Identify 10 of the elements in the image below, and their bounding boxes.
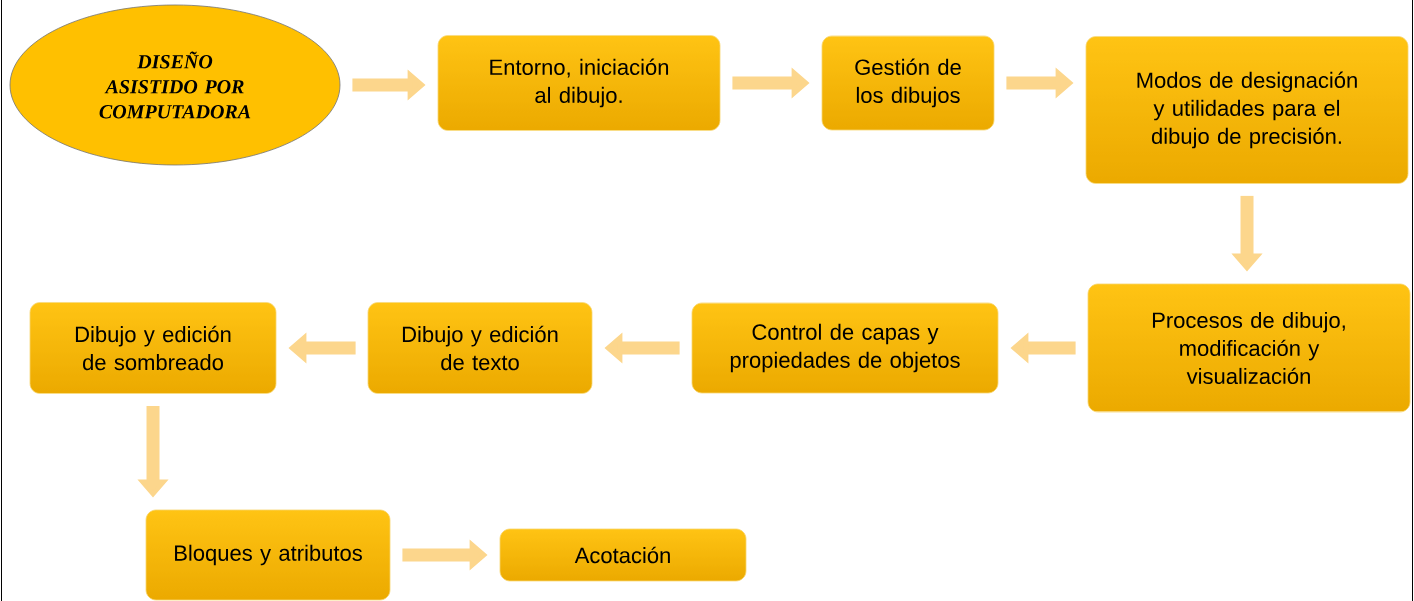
process-box: Dibujo y edición de texto xyxy=(367,302,593,394)
process-box: Dibujo y edición de sombreado xyxy=(29,302,277,394)
process-box: Procesos de dibujo, modificación y visualización xyxy=(1087,283,1411,413)
process-box: Acotación xyxy=(499,528,747,582)
process-box: Modos de designación y utilidades para el dibujo de precisión. xyxy=(1085,36,1409,184)
process-box: Bloques y atributos xyxy=(145,509,391,601)
ellipse-node: DISEÑO ASISTIDO POR COMPUTADORA xyxy=(9,4,341,166)
process-box: Gestión de los dibujos xyxy=(821,35,995,131)
process-box: Entorno, iniciación al dibujo. xyxy=(437,35,721,131)
process-box: Control de capas y propiedades de objetos xyxy=(691,302,999,394)
